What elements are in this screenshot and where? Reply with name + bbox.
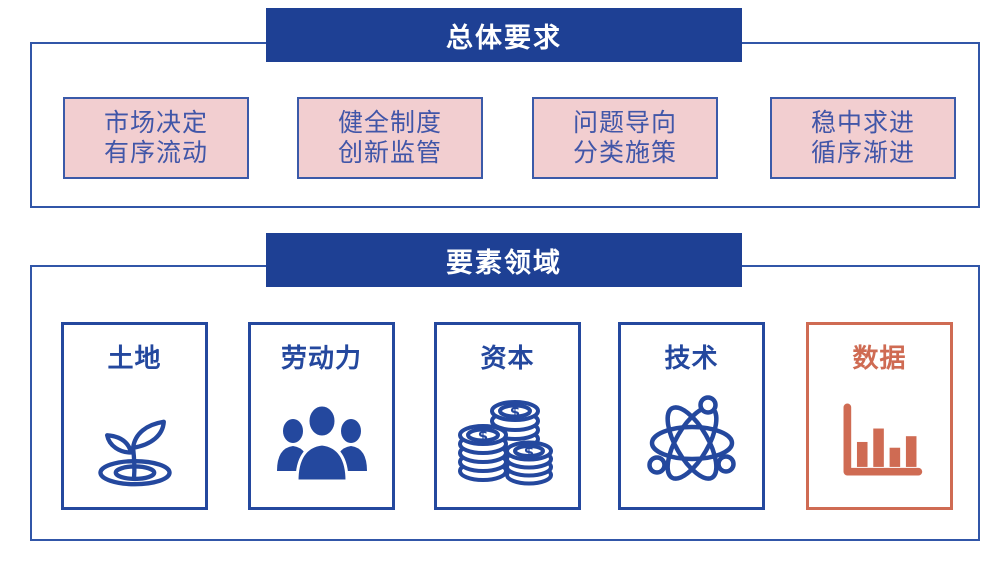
atom-icon — [621, 375, 762, 507]
bar-chart-icon — [809, 375, 950, 507]
overall-requirements-header: 总体要求 — [266, 8, 742, 62]
factor-box-data: 数据 — [806, 322, 953, 510]
requirement-line: 创新监管 — [337, 138, 442, 167]
factor-areas-title: 要素领域 — [446, 247, 562, 279]
requirement-box-steady: 稳中求进 循序渐进 — [770, 97, 956, 179]
factor-areas-header: 要素领域 — [266, 233, 742, 287]
coins-icon: $ $ $ — [437, 375, 578, 507]
requirement-line: 问题导向 — [572, 108, 677, 137]
requirement-line: 稳中求进 — [810, 108, 915, 137]
factor-box-technology: 技术 — [618, 322, 765, 510]
requirement-line: 有序流动 — [103, 138, 208, 167]
requirement-box-market: 市场决定 有序流动 — [63, 97, 249, 179]
overall-requirements-title: 总体要求 — [446, 22, 562, 54]
factor-label-data: 数据 — [852, 344, 907, 374]
requirement-line: 健全制度 — [337, 108, 442, 137]
sprout-icon — [64, 375, 205, 507]
requirement-line: 循序渐进 — [810, 138, 915, 167]
requirement-box-problem: 问题导向 分类施策 — [532, 97, 718, 179]
requirement-box-system: 健全制度 创新监管 — [297, 97, 483, 179]
people-icon — [251, 375, 392, 507]
factor-box-land: 土地 — [61, 322, 208, 510]
factor-box-capital: 资本 $ $ — [434, 322, 581, 510]
requirement-line: 市场决定 — [103, 108, 208, 137]
factor-box-labor: 劳动力 — [248, 322, 395, 510]
factor-label-technology: 技术 — [664, 344, 719, 374]
dollar-sign: $ — [477, 427, 487, 445]
requirement-line: 分类施策 — [572, 138, 677, 167]
factor-label-capital: 资本 — [480, 344, 535, 374]
dollar-sign: $ — [509, 403, 519, 421]
factor-label-land: 土地 — [107, 344, 162, 374]
dollar-sign: $ — [523, 443, 533, 461]
factor-label-labor: 劳动力 — [280, 344, 362, 374]
